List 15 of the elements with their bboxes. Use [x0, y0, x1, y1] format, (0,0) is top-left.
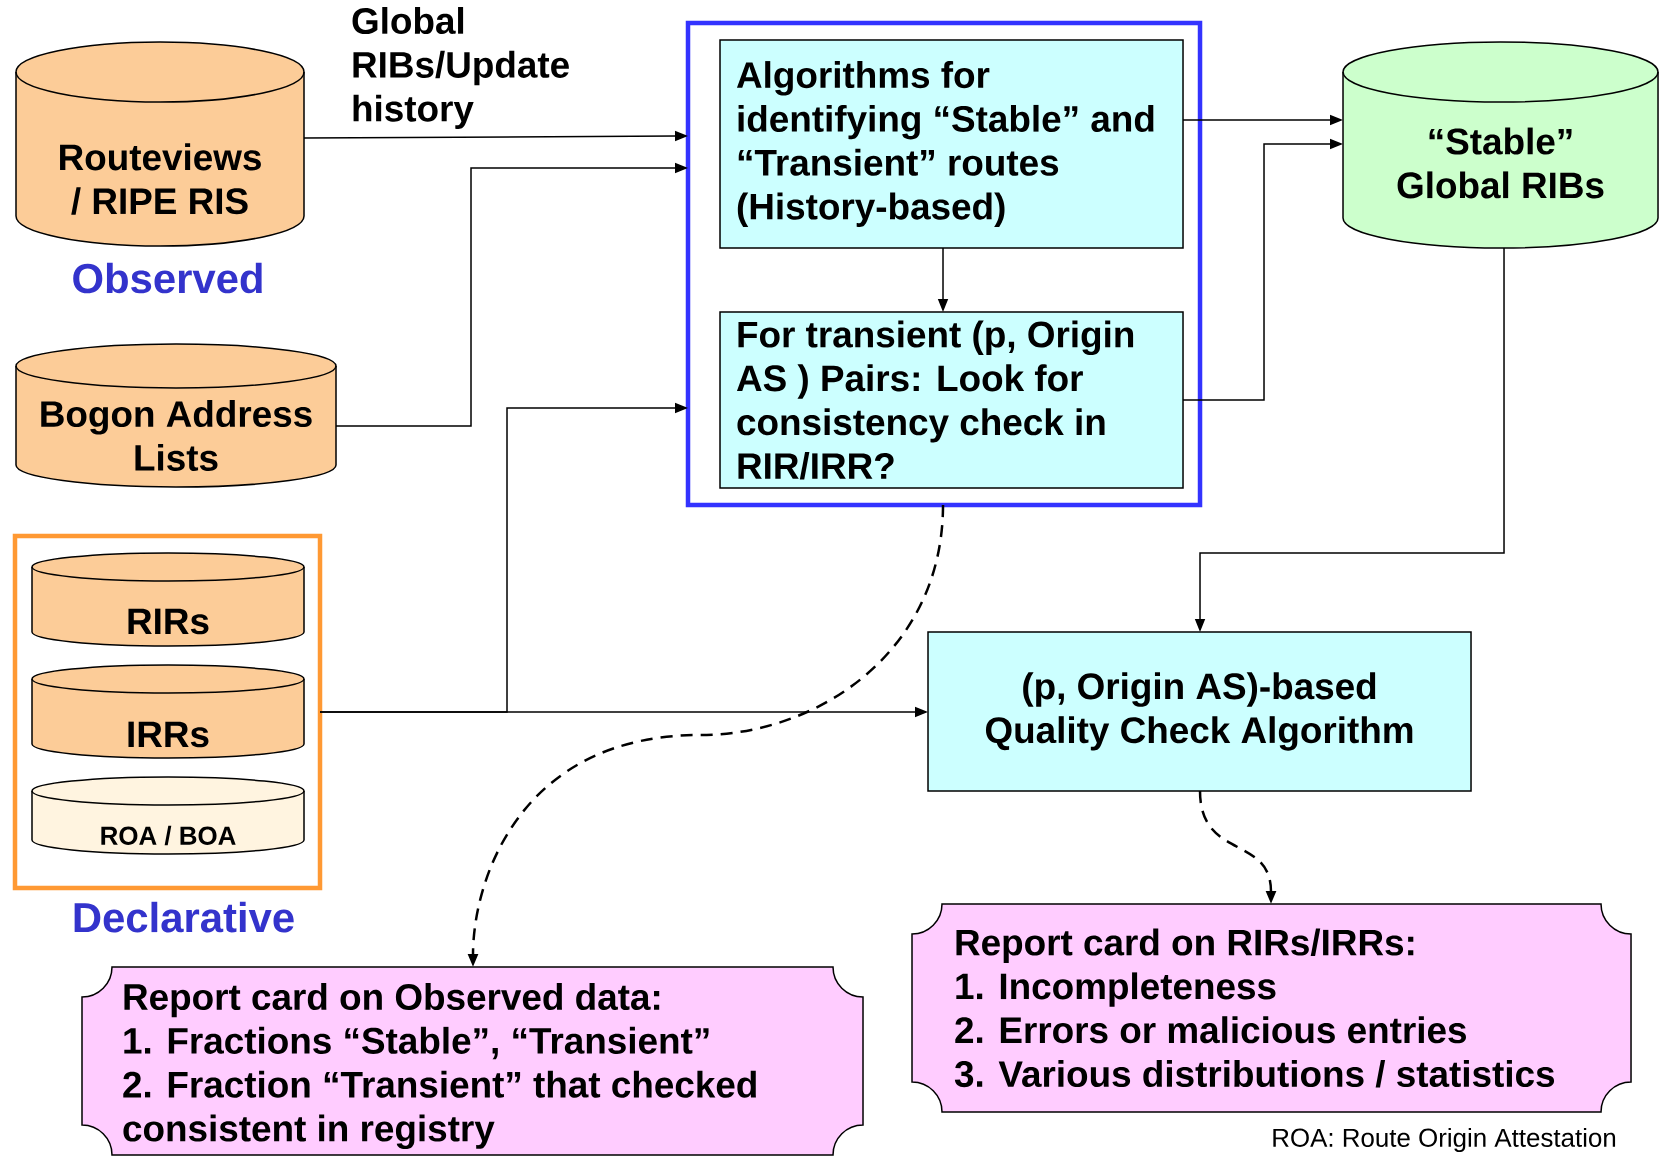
process-box: (p, Origin AS)-based Quality Check Algorithm [927, 631, 1472, 792]
caption-text: Observed [73, 262, 262, 294]
process-box: For transient (p, Origin AS ) Pairs: Look for consistency check in RIR/IRR? [719, 311, 1184, 489]
database-cylinder: “Stable” Global RIBs [1342, 41, 1659, 249]
node-label: Declarative [74, 901, 294, 933]
report-card: Report card on Observed data: 1. Fractions “Stable”, “Transient” 2. Fraction “Transient” that checked consistent in registry [81, 966, 864, 1156]
database-cylinder: Routeviews / RIPE RIS [15, 41, 305, 247]
database-cylinder: IRRs [31, 664, 305, 759]
database-cylinder: RIRs [31, 552, 305, 647]
database-cylinder: Bogon Address Lists [15, 343, 337, 488]
database-cylinder: ROA / BOA [31, 776, 305, 855]
process-box: Algorithms for identifying “Stable” and “Transient” routes (History-based) [719, 39, 1184, 249]
report-card: Report card on RIRs/IRRs: 1. Incompleteness 2. Errors or malicious entries 3. Various distributions / statistics [911, 903, 1632, 1113]
group-frame [685, 20, 1203, 508]
edge-label: Global RIBs/Update history [349, 5, 581, 131]
